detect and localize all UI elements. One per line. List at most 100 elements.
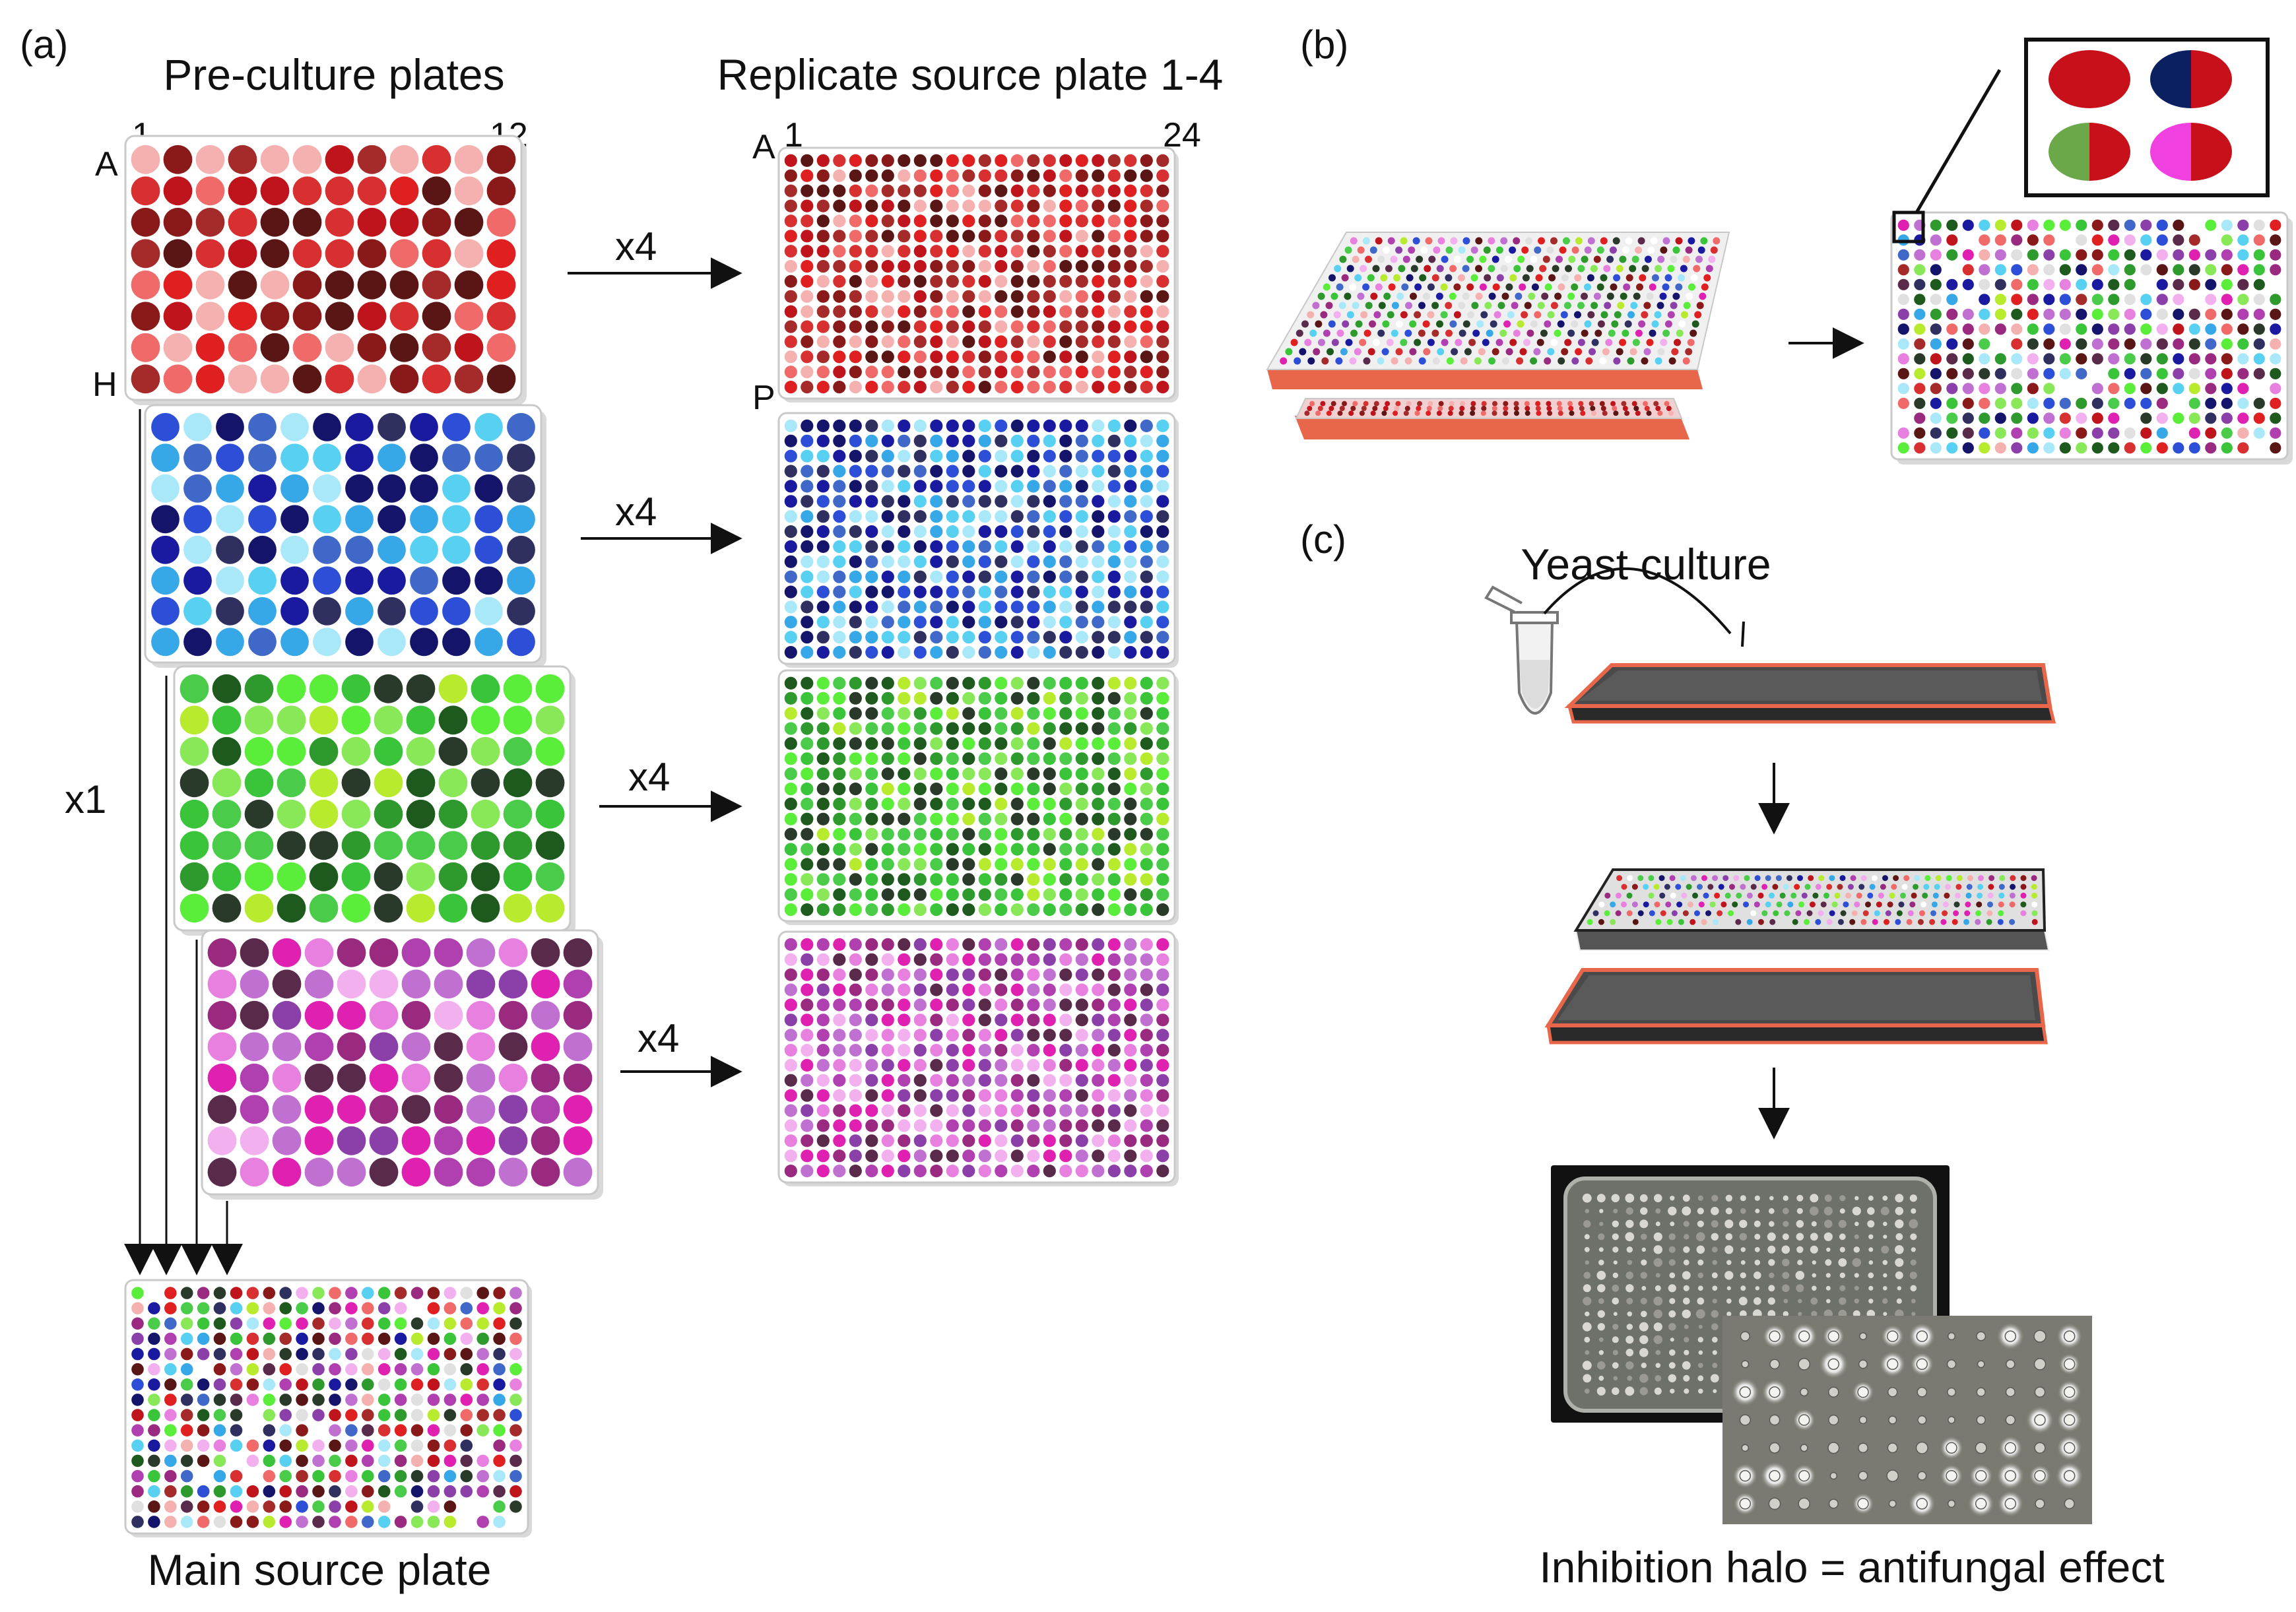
well — [1092, 968, 1105, 981]
well — [466, 1095, 496, 1124]
well — [2253, 442, 2265, 454]
colony — [1668, 1284, 1676, 1293]
well — [816, 616, 830, 629]
well — [1481, 401, 1487, 406]
well — [1075, 230, 1088, 243]
colony — [1782, 1258, 1790, 1267]
colony — [1739, 1386, 1752, 1398]
well — [1075, 783, 1088, 796]
well — [329, 1363, 341, 1376]
well — [1994, 323, 2006, 335]
well — [1594, 329, 1602, 337]
well — [816, 737, 830, 750]
well — [1043, 1134, 1056, 1147]
well — [1847, 884, 1854, 890]
well — [1906, 919, 1913, 925]
well — [865, 843, 878, 856]
well — [279, 1424, 292, 1436]
well — [180, 1332, 193, 1345]
well — [1563, 302, 1571, 309]
well — [881, 1014, 894, 1027]
well — [1140, 1014, 1153, 1027]
colony — [1946, 1442, 1957, 1454]
well — [1994, 234, 2006, 246]
well — [1359, 339, 1367, 346]
well — [1447, 410, 1453, 416]
well — [2188, 278, 2200, 290]
well — [913, 1089, 927, 1102]
well — [881, 335, 894, 348]
well — [377, 1516, 391, 1528]
well — [1107, 449, 1121, 463]
well — [2237, 427, 2249, 439]
well — [930, 154, 943, 167]
well — [1059, 555, 1072, 568]
well — [362, 1516, 374, 1528]
well — [1930, 234, 1942, 246]
well — [881, 1104, 894, 1117]
well — [1470, 401, 1476, 406]
well — [995, 510, 1008, 523]
well — [1359, 410, 1365, 416]
well — [962, 1149, 975, 1163]
well — [180, 1363, 193, 1376]
colony — [1769, 1196, 1774, 1201]
well — [978, 540, 991, 554]
well — [509, 1409, 522, 1421]
well — [1589, 348, 1596, 356]
well — [978, 752, 991, 765]
colony — [1711, 1233, 1719, 1241]
well — [460, 1302, 473, 1314]
well — [1059, 419, 1072, 433]
well — [801, 495, 814, 508]
well — [1075, 434, 1088, 447]
colony — [1712, 1350, 1717, 1355]
colony — [1668, 1259, 1676, 1266]
well — [978, 585, 991, 598]
well — [1675, 884, 1682, 890]
well — [946, 1119, 959, 1132]
well — [1626, 892, 1633, 899]
well — [148, 1469, 160, 1483]
well — [131, 1424, 144, 1436]
well — [1393, 274, 1400, 282]
well — [1567, 292, 1575, 300]
well — [995, 1044, 1008, 1057]
well — [913, 646, 927, 659]
well — [1027, 274, 1040, 288]
well — [1458, 274, 1465, 282]
well — [1682, 910, 1689, 917]
well — [1826, 884, 1833, 890]
well — [1761, 884, 1768, 890]
well — [816, 998, 830, 1012]
well — [930, 797, 943, 810]
well — [1557, 320, 1565, 328]
colony — [2063, 1414, 2076, 1426]
well — [2108, 249, 2120, 261]
well — [1107, 350, 1121, 364]
well — [962, 480, 975, 493]
well — [1787, 901, 1794, 908]
well — [213, 1317, 226, 1330]
colony — [1739, 1219, 1748, 1229]
well — [881, 888, 894, 901]
colony — [1612, 1336, 1619, 1343]
well — [1043, 767, 1056, 781]
well — [260, 302, 290, 331]
well — [1346, 265, 1354, 273]
well — [1584, 320, 1592, 328]
well — [913, 570, 927, 583]
well — [1043, 631, 1056, 644]
well — [833, 335, 846, 348]
well — [2205, 249, 2217, 261]
well — [849, 616, 862, 629]
well — [962, 1058, 975, 1072]
well — [1107, 154, 1121, 167]
well — [849, 274, 862, 288]
well — [1043, 169, 1056, 182]
well — [1010, 767, 1024, 781]
well — [978, 983, 991, 996]
well — [329, 1469, 341, 1483]
well — [1874, 910, 1880, 917]
well — [1696, 302, 1704, 309]
